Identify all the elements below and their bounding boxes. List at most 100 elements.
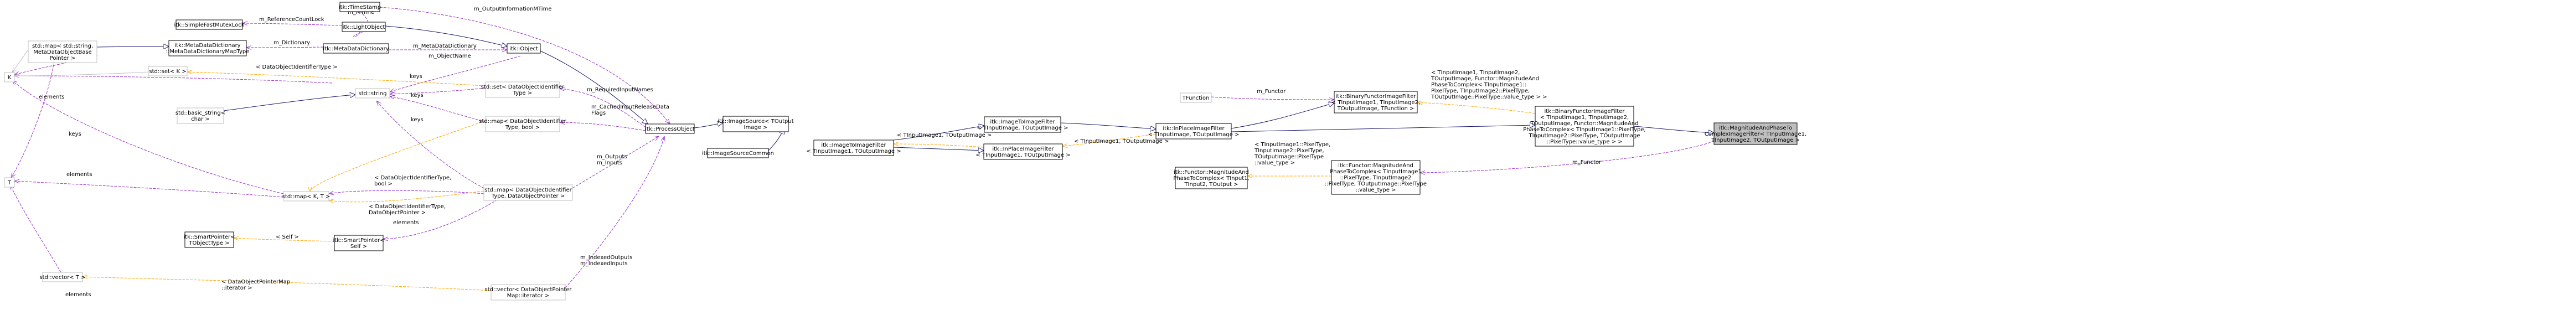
edge-label-line: TOutputImage::PixelType [1254,154,1324,160]
class-node-box [323,43,389,54]
edge-label-line: < DataObjectIdentifierType > [256,64,338,70]
class-node-imagesourcecommon[interactable]: itk::ImageSourceCommon [702,148,774,158]
edge-44 [14,71,150,76]
edge-label-in1-out-b: < TInputImage1, TOutputImage > [1074,138,1169,144]
edge-39 [82,277,492,291]
class-node-label-line: T [7,180,12,186]
class-node-imagetoimagefilter[interactable]: itk::ImageToImageFilter< TInputImage, TO… [977,116,1068,133]
edge-14 [242,23,343,26]
edge-5 [893,147,984,151]
edge-label-elements-t-map: elements [66,172,92,178]
edge-label-dataobjptrmap-iter: < DataObjectPointerMap::iterator > [221,279,290,291]
class-node-label-line: PhaseToComplex< TInput1, [1173,175,1249,182]
class-node-object[interactable]: itk::Object [507,43,541,54]
class-node-stdmap-kt: std::map< K, T > [282,191,330,202]
edge-33 [1211,96,1334,100]
class-node-stdvector-t: std::vector< T > [39,272,86,282]
edge-40 [894,144,984,148]
edge-label-line: < DataObjectIdentifierType, [369,204,446,210]
class-node-label-line: itk::SimpleFastMutexLock [174,22,244,28]
edge-label-line: elements [65,292,91,298]
class-node-label-line: itk::SmartPointer< [333,237,385,244]
edge-32 [383,197,502,239]
edge-label-line: m_IndexedInputs [580,261,628,267]
class-node-label-line: ::MetaDataDictionaryMapType [166,49,250,55]
edge-label-elements-ptr: elements [393,220,419,226]
class-node-label-line: < TInputImage, TOutputImage > [977,125,1068,131]
class-node-imagetoimagefilter-in[interactable]: itk::ImageToImageFilter< TInputImage1, T… [806,140,901,156]
edge-12 [379,7,670,124]
edge-9 [1633,126,1714,133]
edge-label-line: m_MetaDataDictionary [413,43,477,49]
edge-43 [1417,102,1536,114]
class-node-tfunction: TFunction [1180,92,1212,103]
class-node-label-line: itk::ImageSourceCommon [702,151,774,157]
edge-label-self: < Self > [276,234,299,240]
edge-label-keys-map-bool: keys [411,92,424,99]
class-node-label: itk::SmartPointer<TObjectType > [184,234,235,246]
edge-41 [1062,133,1157,146]
class-node-box [813,140,894,156]
class-node-label-line: std::map< DataObjectIdentifier [479,118,566,125]
edge-label-line: m_MTime [348,9,374,16]
edge-label-line: elements [66,172,92,178]
class-node-inplace[interactable]: itk::InPlaceImageFilter< TInputImage, TO… [1148,123,1240,140]
class-node-processobject[interactable]: itk::ProcessObject [645,123,695,134]
class-node-label: K [8,75,12,81]
class-node-box [485,116,560,132]
class-node-box [28,40,97,63]
edge-19 [390,96,486,122]
edge-label-functor-args: < TInputImage1::PixelType,TInputImage2::… [1254,142,1330,166]
edge-label-line: m_Inputs [597,160,622,166]
edge-31 [329,190,484,194]
edge-label-line: elements [39,94,64,100]
class-node-box [184,231,234,248]
class-node-label-line: itk::Functor::MagnitudeAnd [1338,163,1413,169]
class-node-binaryfunctor-inst[interactable]: itk::BinaryFunctorImageFilter< TInputIma… [1523,106,1646,147]
class-node-box [355,88,390,99]
edge-8 [1231,125,1535,132]
class-node-label-line: ::PixelType, TInputImage2 [1340,175,1412,181]
edge-label-line: PixelType, TInputImage2::PixelType, [1431,88,1530,94]
edge-26 [11,53,56,178]
edge-label-line: bool > [374,181,393,187]
class-node-label-line: itk::InPlaceImageFilter [1163,126,1225,132]
class-node-box [983,143,1063,160]
class-node-smartptr-objtype[interactable]: itk::SmartPointer<TObjectType > [184,231,235,248]
class-node-label-line: < TInputImage1, TOutputImage > [975,152,1070,158]
edge-20 [376,101,484,189]
class-node-label-line: std::vector< T > [39,275,85,281]
class-node-label-line: ::value_type > [1356,187,1396,193]
class-node-lightobject[interactable]: itk::LightObject [342,22,386,32]
class-node-label-line: char > [191,116,210,122]
edge-45 [12,49,29,73]
class-node-smartptr-self[interactable]: itk::SmartPointer<Self > [333,235,385,251]
class-node-mdd[interactable]: itk::MetaDataDictionary [323,43,389,54]
class-node-label-line: TInputImage2::PixelType, TOutputImage [1528,133,1640,139]
edge-label-m-requiredinputnames: m_RequiredInputNames [587,87,653,93]
class-node-label-line: itk::InPlaceImageFilter [992,146,1054,152]
class-node-box [1155,123,1232,140]
class-node-simplefastmutexlock[interactable]: itk::SimpleFastMutexLock [174,19,245,30]
class-node-label: itk::InPlaceImageFilter< TInputImage, TO… [1148,126,1240,138]
class-node-label-line: std::set< K > [149,69,186,75]
class-node-box [148,66,188,76]
class-node-box [177,107,224,124]
class-node-label-line: ::PixelType, TOutputImage::PixelType [1325,181,1427,187]
class-node-label-line: PhaseToComplex< TInputImage1 [1330,169,1422,175]
class-node-label-line: itk::BinaryFunctorImageFilter [1545,109,1625,115]
class-node-mddmaptype[interactable]: itk::MetaDataDictionary::MetaDataDiction… [166,40,250,56]
class-node-inplace-in[interactable]: itk::InPlaceImageFilter< TInputImage1, T… [975,143,1071,160]
class-node-label-line: std::map< std::string, [32,43,93,49]
class-node-timestamp[interactable]: itk::TimeStamp [339,2,381,12]
edge-label-keys-k-map: keys [69,131,81,137]
class-node-label-line: itk::ImageSource< TOutput [717,118,793,125]
class-node-binaryfunctor-tmpl[interactable]: itk::BinaryFunctorImageFilter< TInputIma… [1331,91,1420,113]
class-node-box [1175,167,1248,189]
